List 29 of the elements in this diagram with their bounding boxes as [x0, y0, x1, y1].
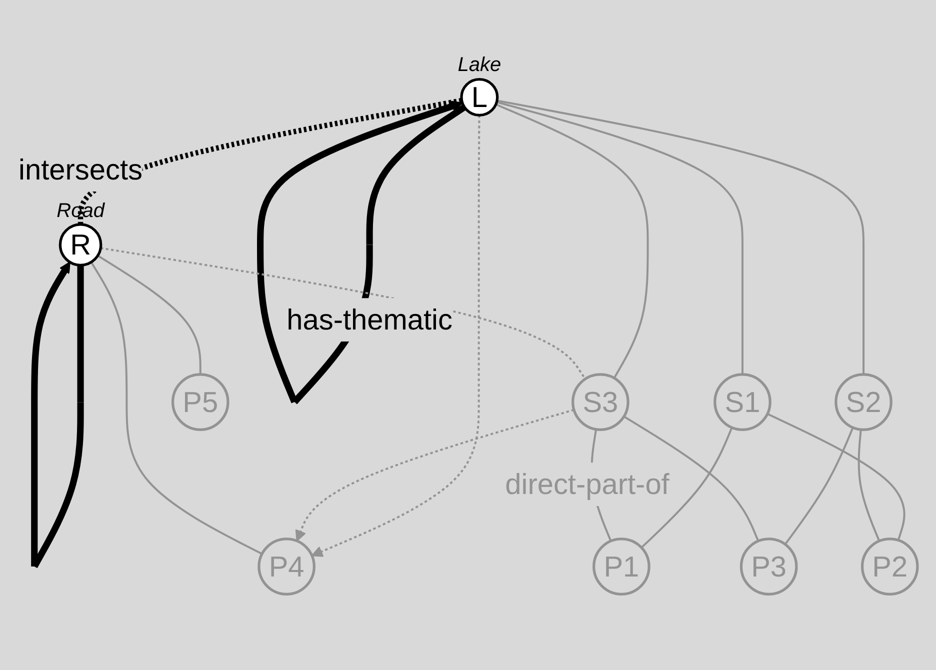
connector — [78, 98, 462, 225]
node-caption: Road — [56, 200, 104, 223]
node-caption: Lake — [458, 54, 502, 78]
connector — [496, 101, 744, 375]
connector — [90, 262, 262, 555]
connector — [623, 416, 760, 542]
node-circle: P5 — [171, 373, 230, 432]
connector — [767, 413, 906, 541]
node-circle: P2 — [860, 538, 919, 596]
arrow — [311, 115, 480, 558]
node-circle: L — [460, 78, 499, 117]
node-circle: S3 — [572, 373, 630, 432]
edge-label: intersects — [18, 154, 143, 186]
node-circle: P3 — [740, 538, 798, 596]
connector — [784, 427, 854, 546]
connector — [496, 104, 649, 379]
edge-label: direct-part-of — [505, 468, 670, 501]
connector — [100, 247, 586, 380]
node-circle: R — [58, 223, 102, 267]
edge-label: has-thematic — [286, 304, 452, 336]
connector — [858, 430, 880, 542]
connector — [496, 100, 865, 375]
connector — [97, 254, 202, 375]
node-circle: S1 — [714, 373, 772, 432]
node-circle: P4 — [258, 538, 316, 596]
connector — [640, 427, 733, 548]
node-circle: S2 — [834, 373, 892, 432]
node-circle: P1 — [592, 538, 650, 596]
arrow — [295, 409, 574, 542]
